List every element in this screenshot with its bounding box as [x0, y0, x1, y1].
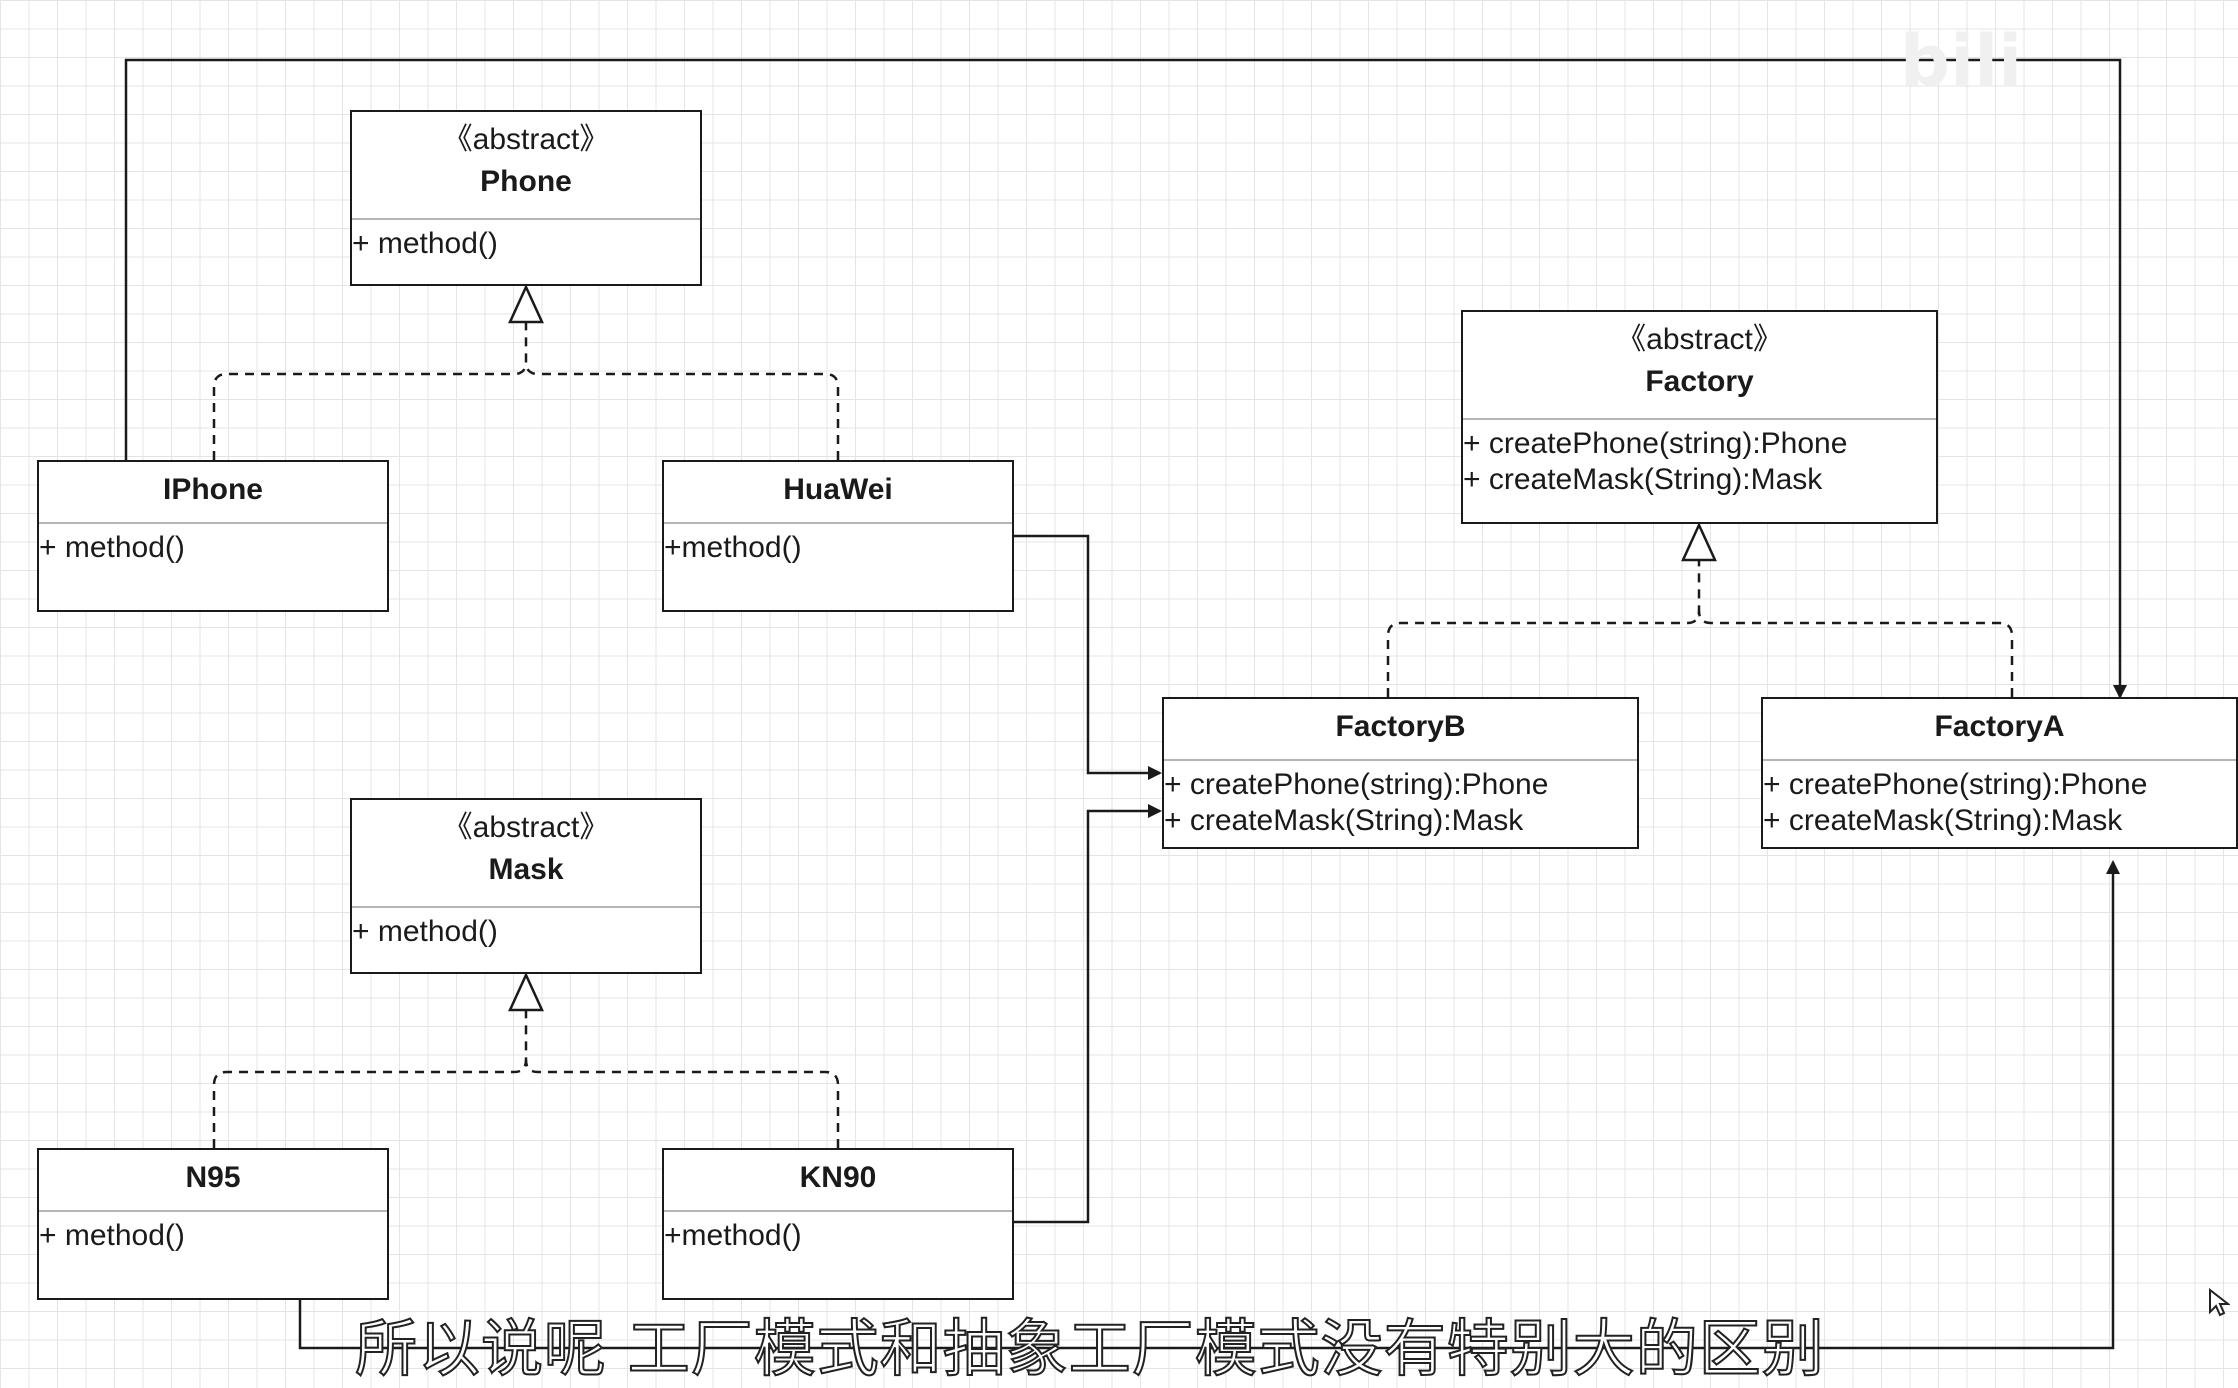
class-n95[interactable]: N95 + method() [37, 1148, 389, 1300]
class-factorya-header: FactoryA [1763, 699, 2236, 761]
class-mask-header: 《abstract》 Mask [352, 800, 700, 908]
class-factory-members: + createPhone(string):Phone + createMask… [1463, 420, 1936, 498]
class-factorya-members: + createPhone(string):Phone + createMask… [1763, 761, 2236, 839]
class-factoryb-members: + createPhone(string):Phone + createMask… [1164, 761, 1637, 839]
stereotype-label: 《abstract》 [1616, 323, 1783, 356]
class-mask-members: + method() [352, 908, 700, 950]
class-huawei-members: +method() [664, 524, 1012, 566]
class-phone-members: + method() [352, 220, 700, 262]
class-name: KN90 [799, 1161, 877, 1194]
class-member: + createMask(String):Mask [1763, 804, 2123, 837]
class-member: +method() [664, 1219, 802, 1252]
association-kn90-factoryb [1013, 804, 1162, 1224]
class-huawei-header: HuaWei [664, 462, 1012, 524]
stereotype-label: 《abstract》 [442, 811, 610, 844]
class-name: Mask [488, 853, 564, 886]
realization-arrowhead-factory [1681, 521, 1717, 562]
class-member: + method() [352, 915, 498, 948]
stereotype-label: 《abstract》 [442, 123, 610, 156]
class-mask[interactable]: 《abstract》 Mask + method() [350, 798, 702, 974]
association-n95-factorya [298, 860, 2120, 1350]
realization-iphone-phone [212, 322, 528, 460]
class-member: +method() [664, 531, 802, 564]
class-phone[interactable]: 《abstract》 Phone + method() [350, 110, 702, 286]
class-member: + method() [39, 1219, 185, 1252]
class-factoryb-header: FactoryB [1164, 699, 1637, 761]
class-n95-header: N95 [39, 1150, 387, 1212]
class-phone-header: 《abstract》 Phone [352, 112, 700, 220]
class-member: + method() [352, 227, 498, 260]
class-name: Phone [480, 165, 572, 198]
realization-huawei-phone [524, 361, 840, 460]
realization-kn90-mask [524, 1059, 840, 1148]
class-huawei[interactable]: HuaWei +method() [662, 460, 1014, 612]
class-member: + createPhone(string):Phone [1763, 768, 2148, 801]
class-kn90-header: KN90 [664, 1150, 1012, 1212]
class-n95-members: + method() [39, 1212, 387, 1254]
class-member: + createPhone(string):Phone [1463, 427, 1848, 460]
association-huawei-factoryb [1013, 534, 1162, 780]
class-member: + createMask(String):Mask [1463, 463, 1823, 496]
class-kn90[interactable]: KN90 +method() [662, 1148, 1014, 1300]
class-name: Factory [1645, 365, 1754, 398]
class-kn90-members: +method() [664, 1212, 1012, 1254]
realization-arrowhead-phone [508, 283, 544, 324]
video-subtitle: 所以说呢 工厂模式和抽象工厂模式没有特别大的区别 [354, 1311, 1825, 1386]
association-iphone-factorya [124, 58, 2127, 699]
class-member: + createMask(String):Mask [1164, 804, 1524, 837]
class-iphone-header: IPhone [39, 462, 387, 524]
class-name: N95 [185, 1161, 241, 1194]
mouse-cursor-icon [2209, 1288, 2230, 1317]
class-factory-header: 《abstract》 Factory [1463, 312, 1936, 420]
class-name: HuaWei [783, 473, 893, 506]
class-member: + createPhone(string):Phone [1164, 768, 1549, 801]
class-iphone[interactable]: IPhone + method() [37, 460, 389, 612]
realization-factorya-factory [1697, 610, 2014, 697]
realization-n95-mask [212, 1010, 528, 1148]
class-iphone-members: + method() [39, 524, 387, 566]
class-name: IPhone [162, 473, 263, 506]
class-name: FactoryA [1934, 710, 2065, 743]
realization-arrowhead-mask [508, 971, 544, 1012]
class-member: + method() [39, 531, 185, 564]
class-factory[interactable]: 《abstract》 Factory + createPhone(string)… [1461, 310, 1938, 524]
class-name: FactoryB [1335, 710, 1466, 743]
video-watermark: bili [1900, 20, 2023, 102]
class-factorya[interactable]: FactoryA + createPhone(string):Phone + c… [1761, 697, 2238, 849]
realization-factoryb-factory [1386, 560, 1701, 697]
class-factoryb[interactable]: FactoryB + createPhone(string):Phone + c… [1162, 697, 1639, 849]
